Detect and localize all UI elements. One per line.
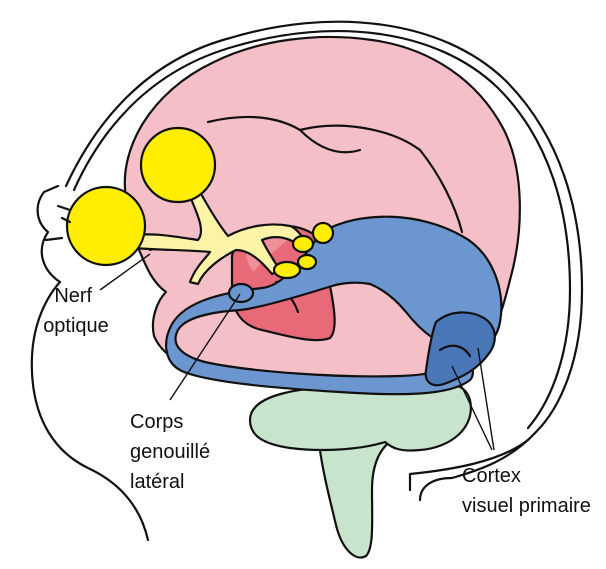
visual-cortex-label: Cortex visuel primaire	[462, 465, 591, 517]
lateral-geniculate-body	[229, 284, 253, 302]
lgn-label-line-2: genouillé	[130, 441, 210, 463]
visual-cortex-label-line-1: Cortex	[462, 465, 521, 487]
lgn-label-line-1: Corps	[130, 411, 183, 433]
eye-left	[67, 187, 145, 265]
lgn-label-line-3: latéral	[130, 471, 184, 493]
cortex-leader-2	[478, 348, 494, 450]
brainstem	[318, 436, 392, 558]
lgn-label: Corps genouillé latéral	[130, 411, 216, 493]
eye-right	[141, 128, 215, 202]
optic-nerve-label-line-1: Nerf	[54, 285, 92, 307]
visual-cortex	[426, 312, 495, 385]
optic-nerve-label-line-2: optique	[43, 315, 109, 337]
optic-nerve-label: Nerf optique	[43, 285, 109, 337]
visual-cortex-label-line-2: visuel primaire	[462, 495, 591, 517]
